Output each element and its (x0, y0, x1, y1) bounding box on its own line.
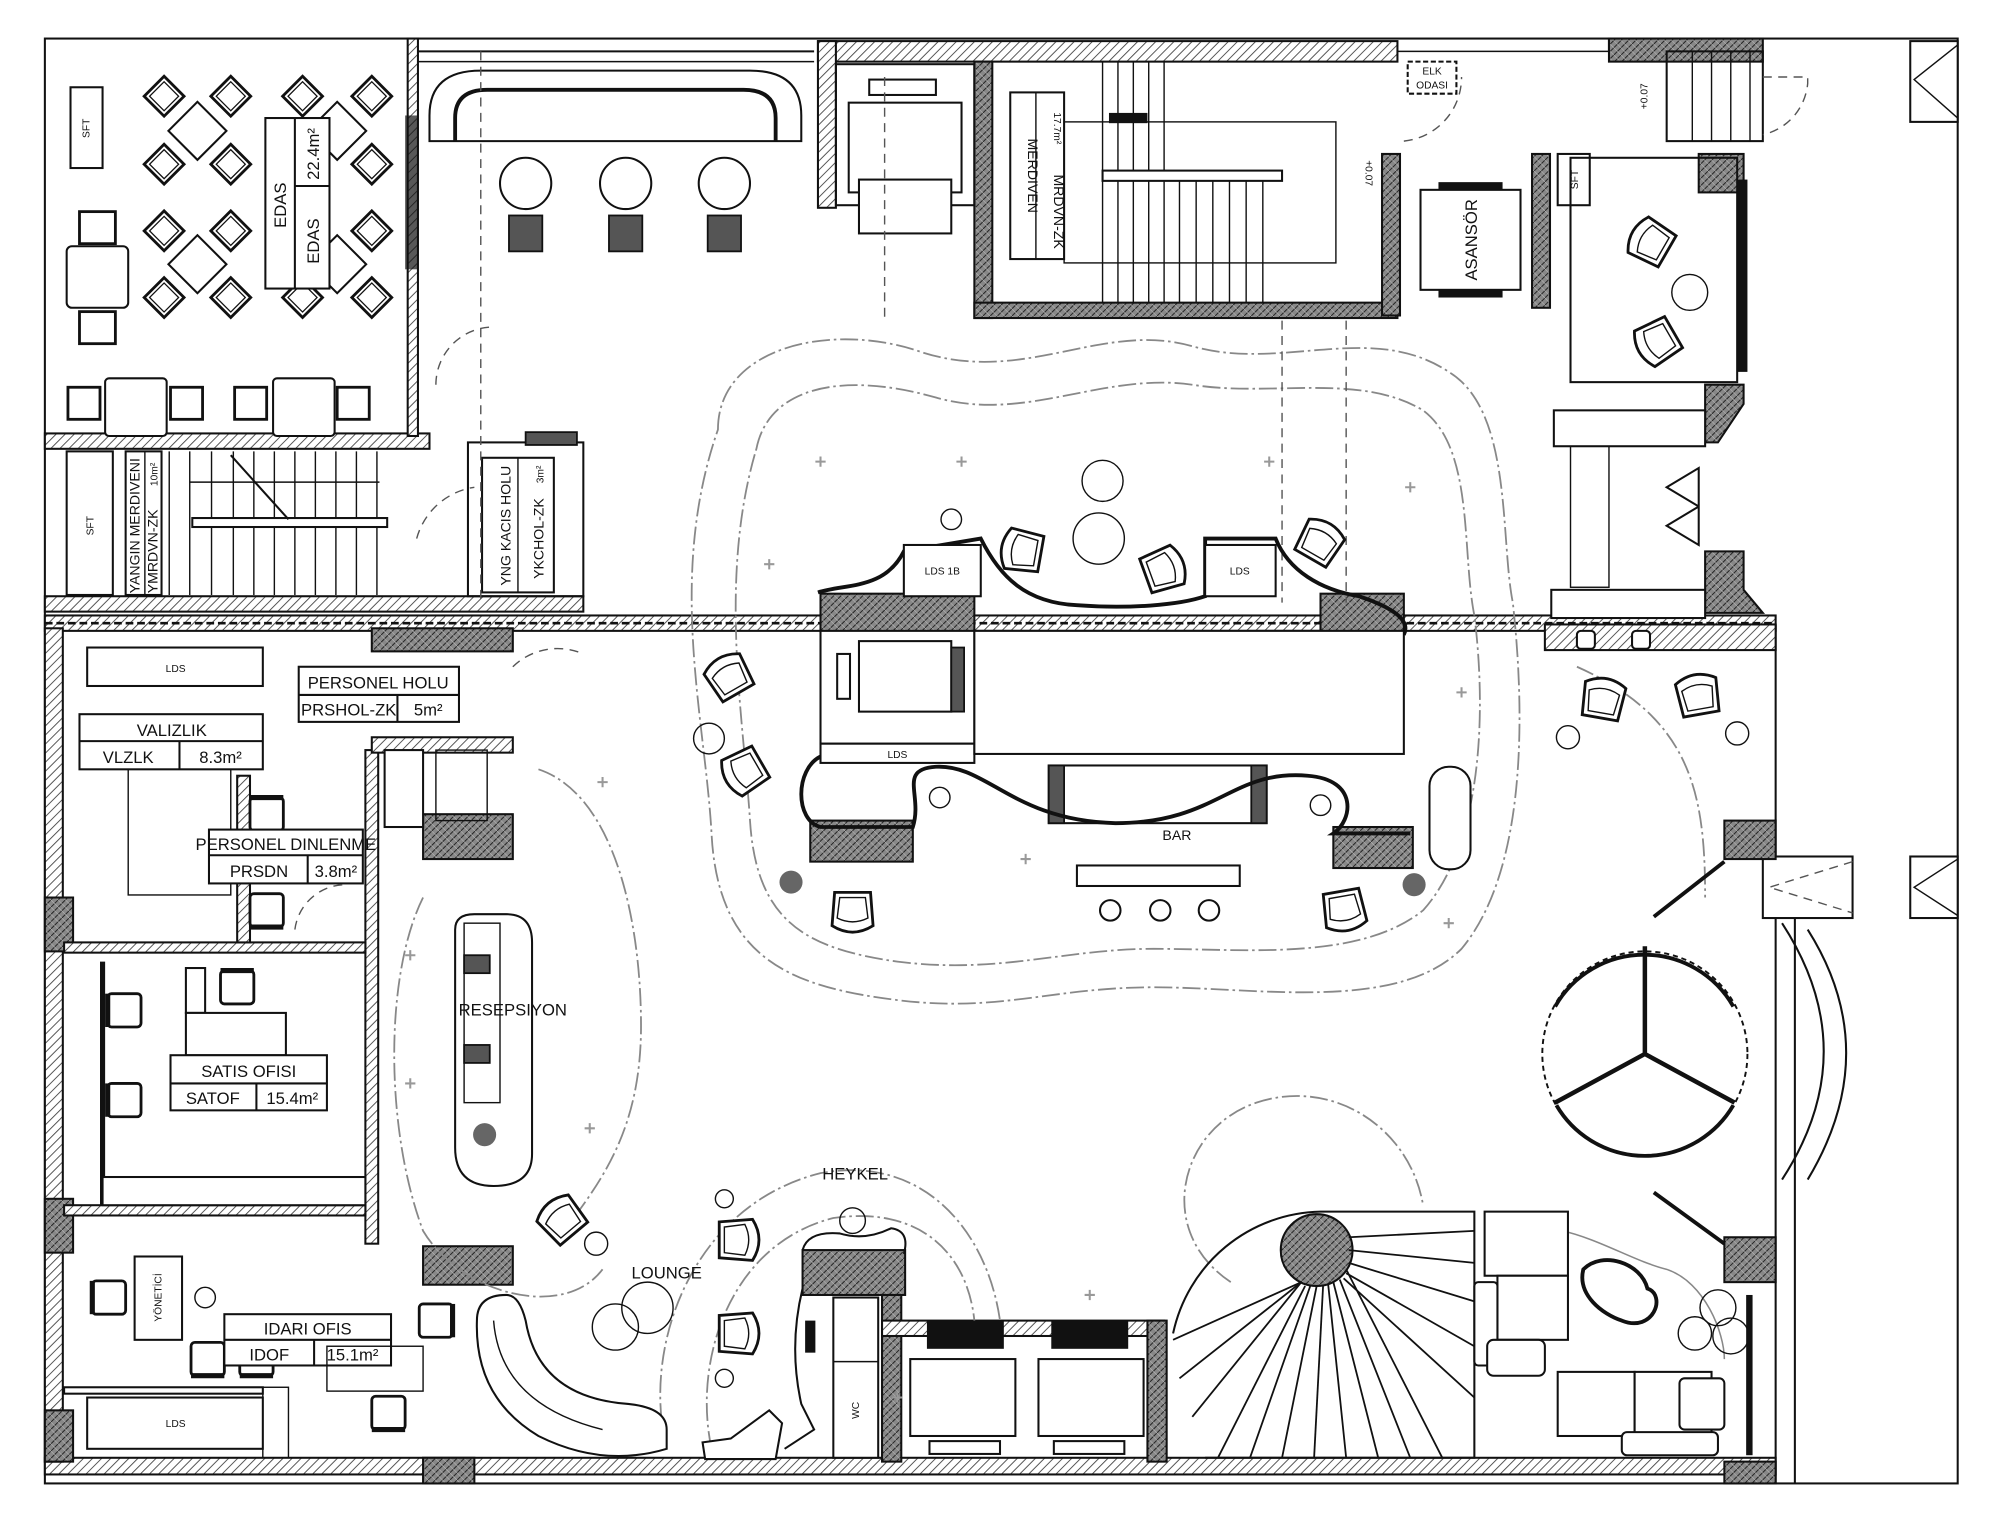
wc-fixture (1428, 765, 1472, 871)
room-label: EDAS (271, 183, 290, 228)
revolving-door (1541, 860, 1848, 1246)
room-label: ELK (1422, 66, 1442, 77)
room-label: PERSONEL HOLU (308, 674, 449, 693)
fire-stair: SFT YANGIN MERDIVENI YMRDVN-ZK 10m² (65, 450, 475, 596)
room-label: BAR (1162, 827, 1191, 843)
room-label: VLZLK (103, 748, 154, 767)
office-wing: LDS PERSONEL HOLU PRSHOL-ZK 5m² VALIZLIK… (63, 646, 584, 1459)
room-label: 15.1m² (327, 1345, 379, 1364)
escape-hall: YNG KACIS HOLU YKCHOL-ZK 3m² (435, 326, 585, 598)
corner-lounge (1473, 1210, 1753, 1457)
reception-desk: RESEPSIYON (454, 913, 609, 1256)
room-label: MRDVN-ZK (1051, 174, 1067, 249)
room-label: LDS (166, 1419, 186, 1430)
room-label: IDARI OFIS (264, 1320, 352, 1339)
room-label: EDAS (304, 218, 323, 263)
room-label: 5m² (414, 700, 443, 719)
spiral-stair (1172, 1210, 1476, 1459)
room-label: YMRDVN-ZK (145, 509, 161, 593)
room-label: 3.8m² (315, 862, 358, 881)
room-label: SFT (86, 515, 97, 535)
room-label: 15.4m² (266, 1089, 318, 1108)
safe-cabinet (69, 86, 104, 170)
stair-treads (1063, 61, 1337, 303)
window-seating (428, 51, 803, 603)
bar-area: LDS 1B LDS LDS BAR (692, 459, 1750, 936)
room-label: YANGIN MERDIVENI (127, 458, 143, 593)
room-label: LOUNGE (631, 1263, 701, 1282)
room-label: +0.07 (1639, 83, 1650, 109)
room-label: ODASI (1416, 81, 1448, 92)
cafe-room: SFT EDAS EDAS 22.4m² (65, 74, 418, 438)
room-label: SFT (82, 118, 93, 138)
room-label: 17.7m² (1051, 112, 1062, 144)
room-label: YÖNETİCİ (152, 1273, 165, 1321)
room-label: +0.07 (1362, 160, 1373, 186)
room-label: SATIS OFISI (201, 1062, 296, 1081)
exterior-vents (1761, 40, 1959, 920)
room-label: WC (851, 1401, 862, 1419)
room-label: LDS (1230, 566, 1250, 577)
room-label: LDS 1B (925, 566, 960, 577)
room-label: LDS (887, 750, 907, 761)
room-label: YNG KACIS HOLU (497, 466, 513, 586)
display-units (909, 1320, 1145, 1455)
main-stair: MERDIVEN MRDVN-ZK 17.7m² +0.07 (834, 61, 1373, 303)
room-label: 10m² (150, 462, 161, 486)
room-label-cafe: EDAS EDAS 22.4m² (264, 117, 331, 290)
room-label: MERDIVEN (1025, 139, 1041, 213)
room-label: 8.3m² (199, 748, 242, 767)
elevator: ASANSÖR SFT ELK ODASI (1403, 60, 1591, 298)
room-label: LDS (166, 664, 186, 675)
room-label: PRSHOL-ZK (301, 700, 396, 719)
room-label: PRSDN (230, 862, 288, 881)
room-label: ASANSÖR (1462, 199, 1481, 280)
room-label: 3m² (536, 465, 547, 483)
room-label: PERSONEL DINLENME (195, 835, 376, 854)
room-label: RESEPSIYON (459, 1000, 567, 1019)
lounge: LOUNGE HEYKEL WC (475, 1165, 907, 1461)
entrance-stair: +0.07 (1550, 50, 1809, 650)
room-label: 22.4m² (304, 128, 323, 180)
room-label: SFT (1570, 169, 1581, 189)
stair-treads (168, 451, 389, 595)
room-label: HEYKEL (822, 1165, 888, 1184)
room-label: SATOF (186, 1089, 240, 1108)
room-label: YKCHOL-ZK (531, 498, 547, 579)
room-label: VALIZLIK (137, 721, 207, 740)
room-label: IDOF (249, 1345, 289, 1364)
